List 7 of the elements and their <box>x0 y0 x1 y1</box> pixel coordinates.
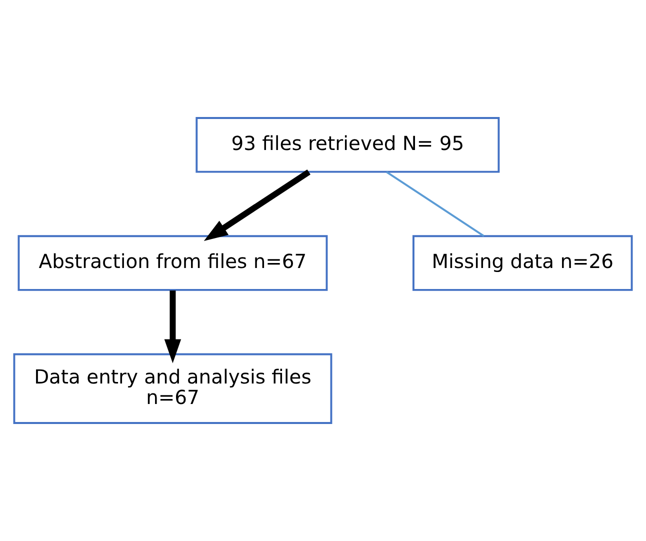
node-box: Abstraction from files n=67 <box>18 235 328 291</box>
node-box: 93 files retrieved N= 95 <box>196 117 500 173</box>
arrow <box>164 290 182 364</box>
connector <box>386 171 484 237</box>
node-box: Missing data n=26 <box>412 235 633 291</box>
arrow <box>204 169 310 242</box>
node-box: Data entry and analysis files n=67 <box>13 353 332 424</box>
